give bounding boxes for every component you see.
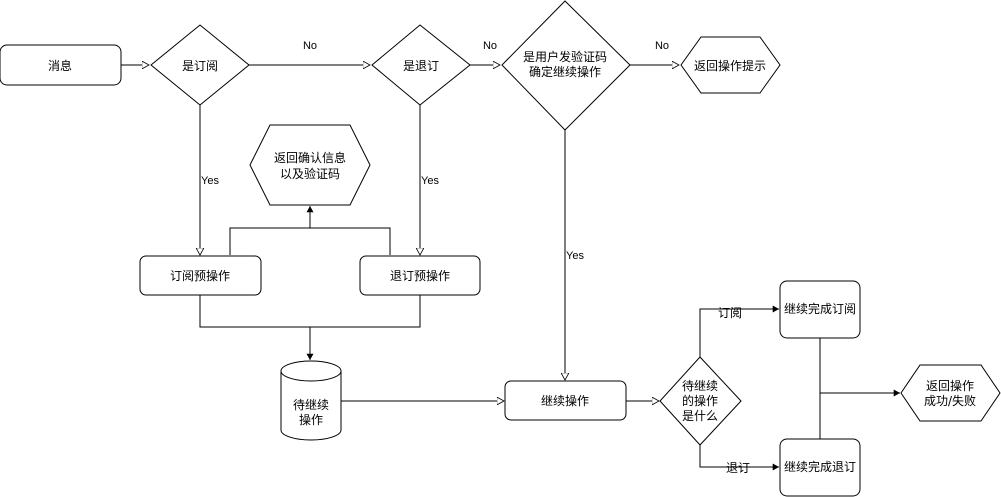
edge-label-yes-2: Yes	[421, 175, 439, 187]
node-subscribe-pre-label: 订阅预操作	[170, 268, 230, 283]
datastore-pending: 待继续 操作	[280, 360, 342, 441]
decision-which-op: 待继续 的操作 是什么	[659, 356, 742, 446]
decision-is-unsubscribe: 是退订	[371, 24, 471, 106]
edge-pre-ops-to-pending-store	[199, 295, 421, 360]
edge-label-yes-1: Yes	[201, 175, 219, 187]
edge-which-op-to-done-unsubscribe	[699, 445, 779, 471]
node-subscribe-pre: 订阅预操作	[139, 255, 262, 296]
node-unsubscribe-pre-label: 退订预操作	[390, 268, 450, 283]
decision-is-verify-line2: 确定继续操作	[529, 64, 601, 79]
node-message: 消息	[0, 44, 122, 86]
edge-label-yes-3: Yes	[566, 250, 584, 262]
node-message-label: 消息	[48, 58, 72, 73]
node-done-unsubscribe: 继续完成退订	[779, 438, 861, 497]
decision-is-unsubscribe-label: 是退订	[403, 59, 439, 73]
decision-is-subscribe-label: 是订阅	[182, 59, 218, 73]
datastore-pending-line1: 待继续	[293, 398, 329, 412]
decision-which-op-line3: 是什么	[682, 409, 718, 423]
node-done-subscribe: 继续完成订阅	[779, 280, 861, 339]
edge-pre-ops-to-return-confirm	[229, 206, 391, 255]
edge-label-no-1: No	[303, 40, 317, 52]
datastore-pending-line2: 操作	[299, 412, 323, 427]
node-return-result-line2: 成功/失败	[924, 393, 976, 408]
node-return-confirm: 返回确认信息 以及验证码	[249, 124, 371, 206]
edge-done-to-return-result	[819, 338, 900, 439]
node-return-result-line1: 返回操作	[926, 378, 974, 393]
node-done-subscribe-label: 继续完成订阅	[784, 301, 856, 316]
edge-label-no-3: No	[655, 40, 669, 52]
node-return-confirm-line2: 以及验证码	[280, 166, 340, 181]
decision-which-op-line1: 待继续	[682, 379, 718, 393]
edge-label-no-2: No	[483, 40, 497, 52]
decision-is-subscribe: 是订阅	[150, 24, 250, 106]
node-return-hint-label: 返回操作提示	[694, 58, 766, 73]
node-continue-op-label: 继续操作	[541, 393, 589, 408]
node-done-unsubscribe-label: 继续完成退订	[784, 459, 856, 474]
node-continue-op: 继续操作	[504, 380, 627, 421]
node-return-confirm-line1: 返回确认信息	[274, 150, 346, 165]
edge-which-op-to-done-subscribe	[699, 305, 779, 357]
decision-is-verify-code: 是用户发验证码 确定继续操作	[501, 0, 631, 131]
edge-label-branch-unsubscribe: 退订	[726, 461, 750, 475]
node-return-result: 返回操作 成功/失败	[900, 364, 1001, 422]
node-unsubscribe-pre: 退订预操作	[359, 255, 481, 296]
edge-label-branch-subscribe: 订阅	[718, 306, 742, 320]
decision-is-verify-line1: 是用户发验证码	[523, 49, 607, 64]
decision-which-op-line2: 的操作	[682, 393, 718, 408]
node-return-hint: 返回操作提示	[680, 36, 781, 94]
